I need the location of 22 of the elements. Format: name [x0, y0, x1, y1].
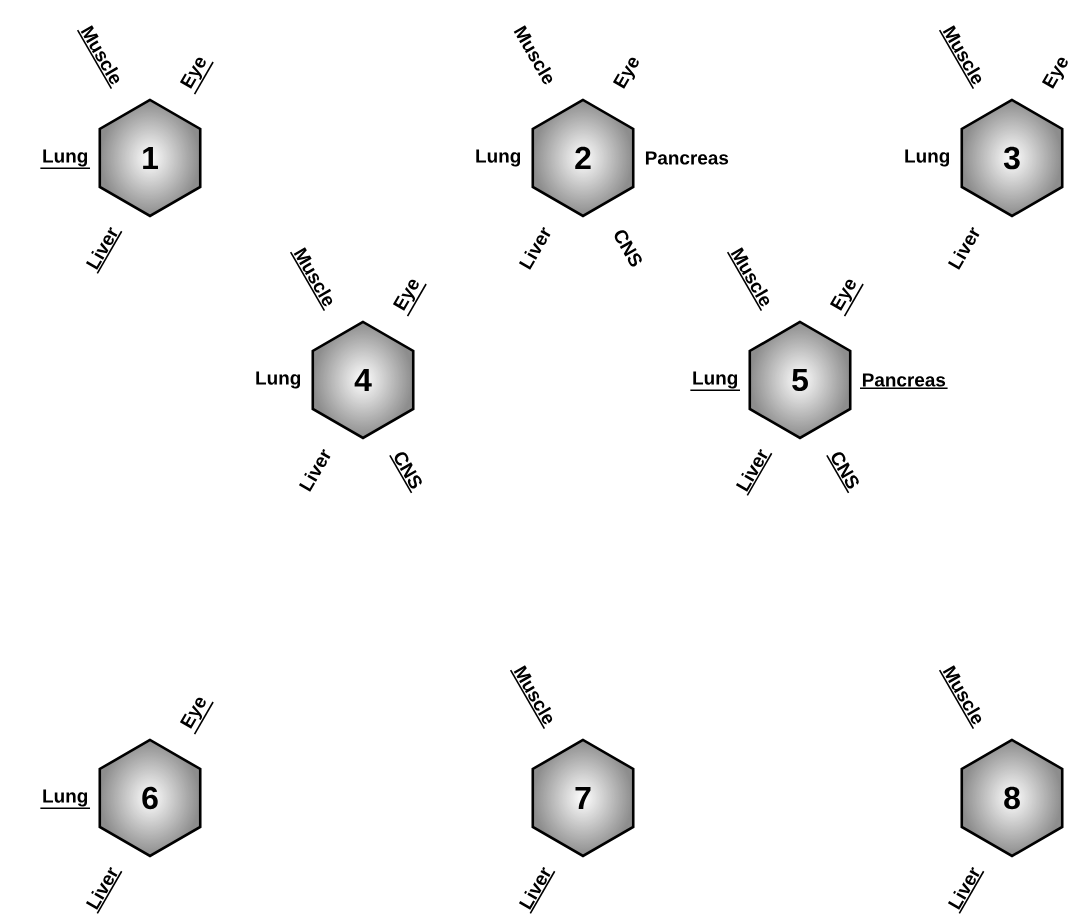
hexagon: 2 [531, 98, 635, 218]
organ-label: Lung [256, 371, 301, 389]
hexagon: 4 [311, 320, 415, 440]
organ-label: Lung [476, 149, 521, 167]
hexagon: 5 [748, 320, 852, 440]
organ-label: Eye [179, 697, 214, 735]
organ-label: Eye [179, 57, 214, 95]
organ-label: Eye [829, 279, 864, 317]
hexagon: 6 [98, 738, 202, 858]
organ-label: Pancreas [645, 151, 729, 165]
organ-label: Eye [612, 57, 639, 89]
hexagon: 8 [960, 738, 1064, 858]
organ-label: Lung [39, 149, 91, 169]
organ-label: Eye [392, 279, 427, 317]
organ-label: Lung [689, 371, 741, 391]
organ-label: Lung [905, 149, 950, 167]
hexagon: 1 [98, 98, 202, 218]
organ-label: Pancreas [859, 373, 949, 390]
hexagon: 7 [531, 738, 635, 858]
organ-label: Eye [1041, 57, 1068, 89]
hexagon: 3 [960, 98, 1064, 218]
organ-label: Lung [39, 789, 91, 809]
